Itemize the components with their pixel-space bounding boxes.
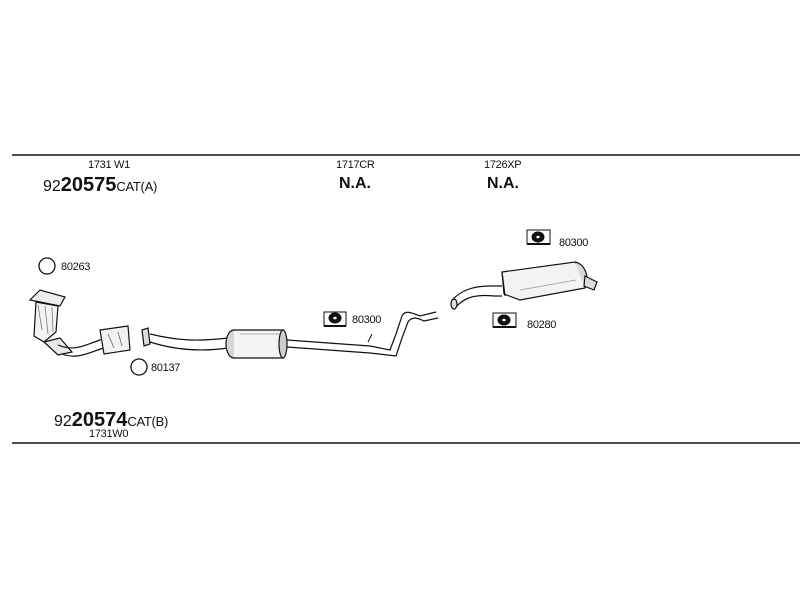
part-bold-b: 20574 <box>71 409 128 431</box>
code-top-left: 1731 W1 <box>88 159 130 171</box>
center-pipe <box>286 311 439 357</box>
hanger-rear-bottom <box>492 312 517 328</box>
part-bold: 20575 <box>60 174 117 196</box>
part-prefix: 92 <box>43 178 61 195</box>
callout-hanger-rear-top: 80300 <box>559 237 589 249</box>
code-bottom: 1731W0 <box>89 428 129 440</box>
hanger-rear-top <box>526 229 551 245</box>
tailpipe-inlet <box>450 285 502 310</box>
callout-ring-bottom: 80137 <box>151 362 181 374</box>
part-prefix-b: 92 <box>54 413 72 430</box>
callout-hanger-middle: 80300 <box>352 314 382 326</box>
code-top-right: 1726XP <box>484 159 522 171</box>
code-top-middle: 1717CR <box>336 159 375 171</box>
part-suffix-b: CAT(B) <box>127 414 168 429</box>
status-top-right: N.A. <box>487 175 519 192</box>
ring-gasket-top <box>38 257 56 275</box>
ring-gasket-bottom <box>130 358 148 376</box>
status-top-middle: N.A. <box>339 175 371 192</box>
intermediate-pipe <box>141 327 229 351</box>
rear-muffler <box>501 261 598 301</box>
front-pipe <box>57 325 131 357</box>
hanger-middle <box>323 311 347 327</box>
middle-muffler <box>225 329 288 359</box>
callout-hanger-rear-bottom: 80280 <box>527 319 557 331</box>
part-number-cat-a: 9220575CAT(A) <box>43 175 157 195</box>
part-number-cat-b: 9220574CAT(B) <box>54 410 168 430</box>
callout-ring-top: 80263 <box>61 261 91 273</box>
catalytic-converter <box>28 289 74 356</box>
part-suffix: CAT(A) <box>116 179 157 194</box>
